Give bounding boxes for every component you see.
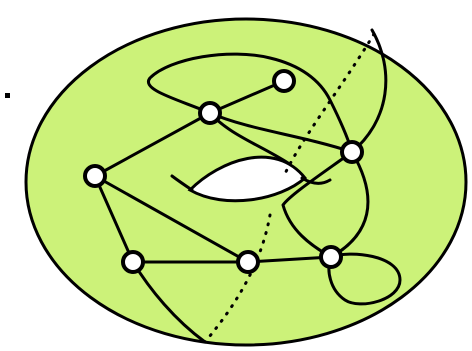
vertex-v7: [321, 247, 341, 267]
marker-dot: [5, 93, 10, 98]
vertex-v4: [342, 142, 362, 162]
vertex-v1: [274, 71, 294, 91]
vertex-v3: [85, 166, 105, 186]
vertex-v5: [123, 252, 143, 272]
vertex-v6: [238, 252, 258, 272]
vertex-v2: [200, 103, 220, 123]
